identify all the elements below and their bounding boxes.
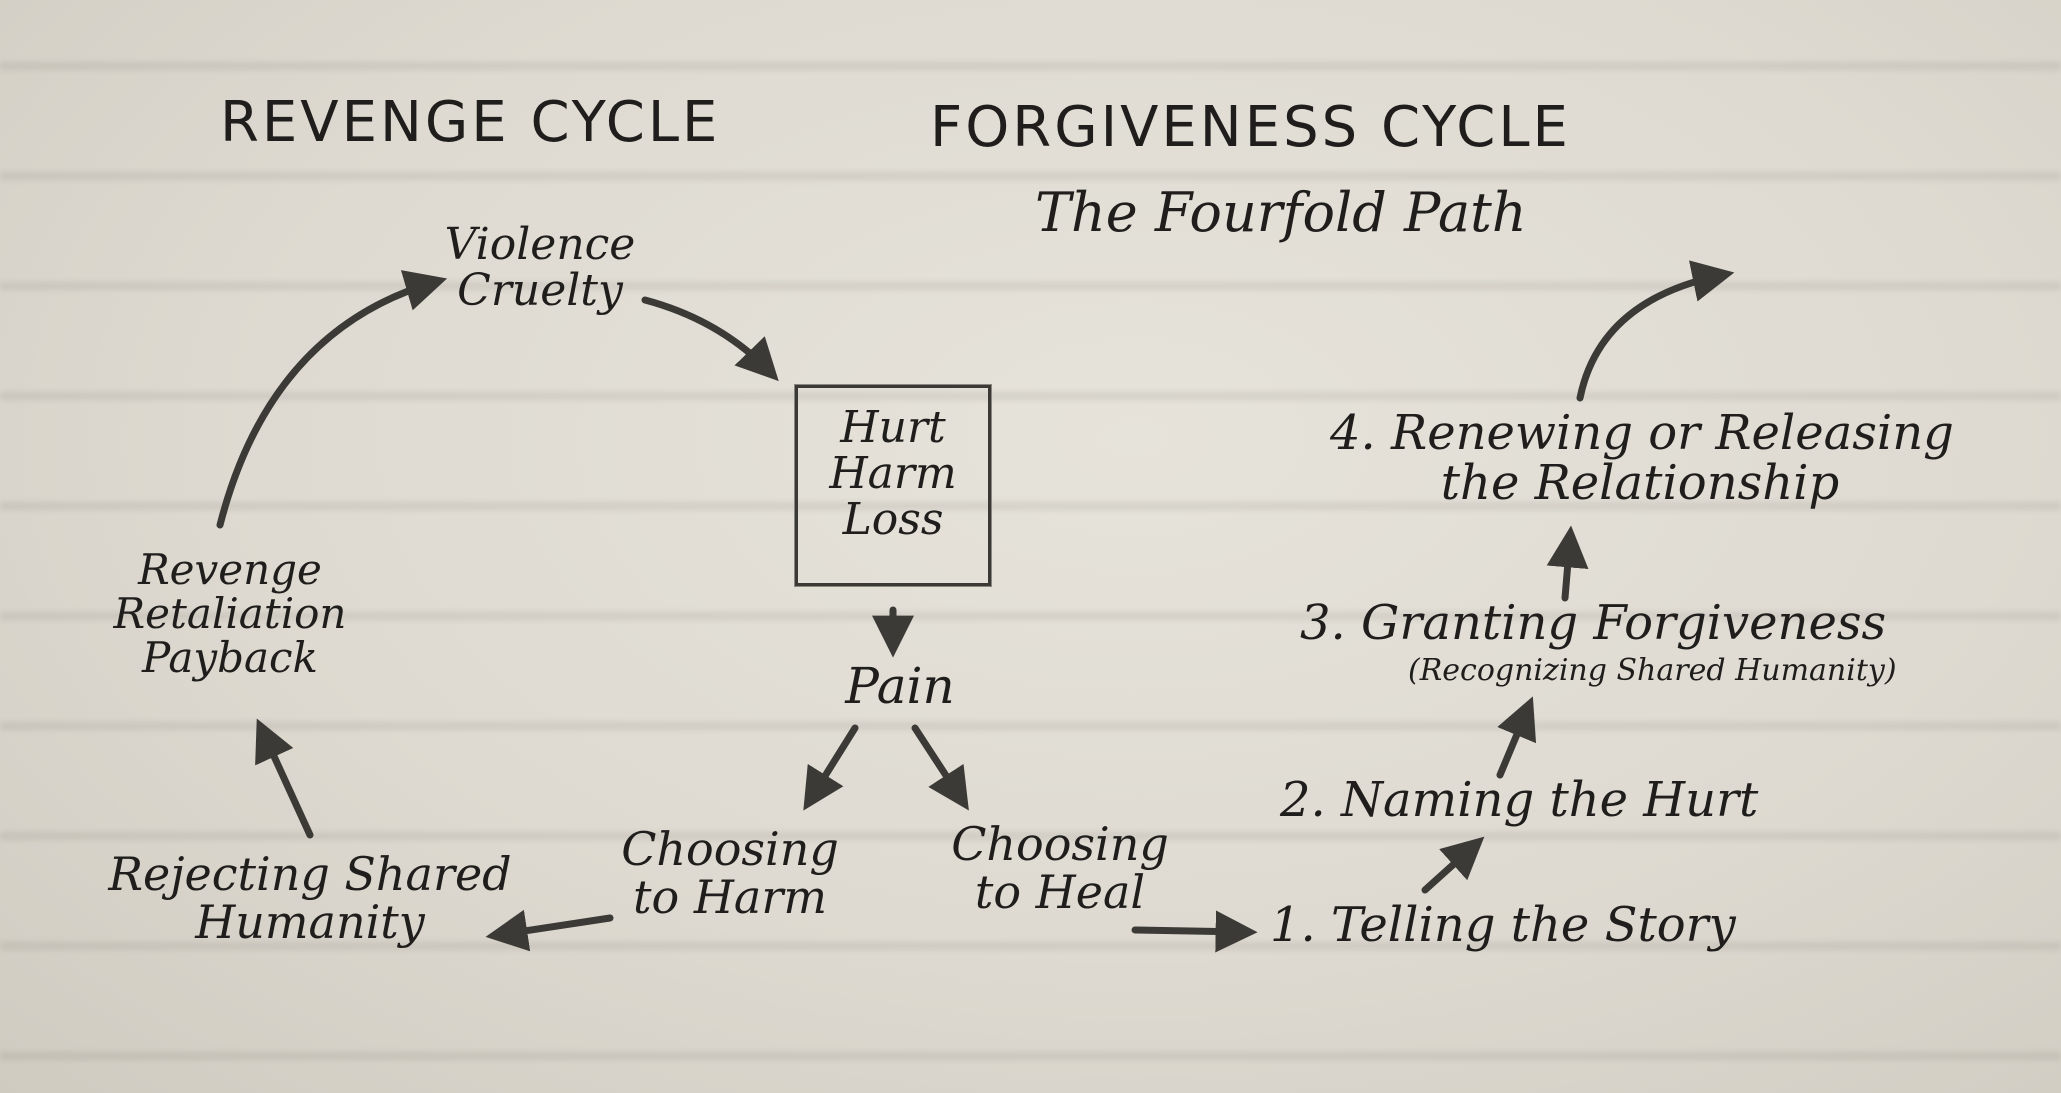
rejecting-line1: Rejecting Shared [108,847,512,901]
arrow-harm-to-rejecting [485,909,614,952]
hurt-harm-loss-box [795,385,991,586]
arrow-pain-to-harm [803,724,859,811]
rejecting-shared-humanity-node: Rejecting Shared Humanity [100,850,520,947]
forgiveness-cycle-title: FORGIVENESS CYCLE [930,95,1571,160]
choosing-heal-line2: to Heal [974,865,1146,920]
harm-label: Harm [829,448,957,500]
payback-label: Payback [141,633,319,683]
step-4-line2: the Relationship [1440,455,1840,512]
rejecting-line2: Humanity [195,895,425,950]
arrow-step1-to-step2 [1421,836,1485,894]
choosing-harm-line2: to Harm [633,870,827,925]
violence-label: Violence [444,219,636,270]
revenge-cycle-title: REVENGE CYCLE [220,90,721,155]
arrow-step2-to-step3 [1496,696,1537,779]
cruelty-label: Cruelty [457,265,623,317]
choosing-harm-line1: Choosing [621,822,839,876]
violence-cruelty-node: Violence Cruelty [420,219,660,317]
arrow-step4-onward [1576,260,1735,402]
revenge-retaliation-payback-node: Revenge Retaliation Payback [100,545,360,683]
step-4-renewing-releasing: 4. Renewing or Releasing the Relationshi… [1330,405,1954,512]
choosing-to-harm-node: Choosing to Harm [600,825,860,922]
step-3-subtitle: (Recognizing Shared Humanity) [1408,653,1897,688]
arrow-step3-to-step4 [1546,525,1589,602]
revenge-label: Revenge [138,545,322,594]
step-1-telling-the-story: 1. Telling the Story [1270,897,1736,953]
choosing-to-heal-node: Choosing to Heal [930,820,1190,917]
arrow-pain-to-heal [911,724,969,811]
hurt-label: Hurt [840,402,946,453]
loss-label: Loss [842,494,944,546]
arrow-cruelty-to-hurt [641,296,779,382]
pain-label: Pain [845,657,955,715]
retaliation-label: Retaliation [113,589,347,639]
arrow-rejecting-to-revenge [255,718,314,839]
step-3-granting-forgiveness: 3. Granting Forgiveness [1300,595,1887,651]
choosing-heal-line1: Choosing [951,817,1169,871]
step-2-naming-the-hurt: 2. Naming the Hurt [1280,772,1759,828]
arrow-revenge-to-violence [216,270,448,529]
step-4-line1: 4. Renewing or Releasing [1330,405,1954,461]
hurt-harm-loss-text: Hurt Harm Loss [795,402,991,546]
arrow-heal-to-step1 [1131,910,1258,953]
fourfold-path-subtitle: The Fourfold Path [1035,181,1527,244]
